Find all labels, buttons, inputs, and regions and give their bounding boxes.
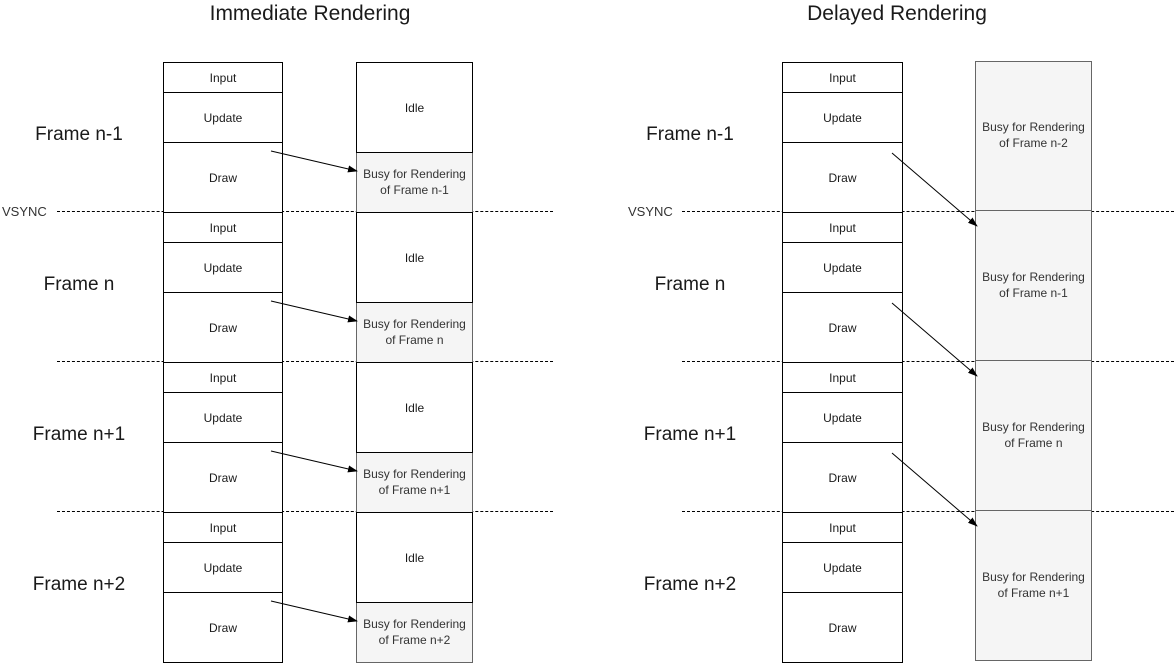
vsync-line-left-3	[57, 511, 553, 512]
box-label: Update	[203, 110, 243, 125]
box-label: Update	[823, 260, 862, 275]
left-cpu-f2-draw-box: Draw	[163, 442, 283, 513]
box-label: Draw	[828, 320, 857, 335]
right-cpu-f2-draw-box: Draw	[782, 442, 903, 513]
box-label: Update	[203, 410, 243, 425]
box-label: Input	[209, 370, 237, 385]
right-cpu-f0-input-box: Input	[782, 62, 903, 93]
left-gpu-f2-idle-box: Idle	[356, 362, 473, 453]
box-label: Draw	[828, 470, 857, 485]
box-label: Input	[209, 70, 237, 85]
box-label: Draw	[828, 620, 857, 635]
right-frame-label-n2: Frame n+2	[643, 574, 737, 595]
right-gpu-busy-n-2: Busy for Rendering of Frame n-2	[976, 62, 1091, 211]
delayed-rendering-title: Delayed Rendering	[807, 2, 987, 25]
left-cpu-f0-input-box: Input	[163, 62, 283, 93]
box-label: Draw	[208, 470, 237, 485]
left-cpu-f3-update-box: Update	[163, 542, 283, 593]
right-cpu-f1-update-box: Update	[782, 242, 903, 293]
right-draw-arrow-f0	[891, 152, 978, 227]
right-draw-arrow-f1	[891, 302, 978, 377]
box-label: Update	[823, 410, 862, 425]
right-cpu-f3-input-box: Input	[782, 512, 903, 543]
left-gpu-f1-idle-box: Idle	[356, 212, 473, 303]
left-frame-label-n2: Frame n+2	[32, 574, 126, 595]
box-label: Update	[203, 260, 243, 275]
left-gpu-f3-busy-box: Busy for Rendering of Frame n+2	[356, 602, 473, 663]
left-frame-label-n1: Frame n+1	[32, 424, 126, 445]
vsync-line-left-1	[57, 211, 553, 212]
vsync-line-left-2	[57, 361, 553, 362]
box-label: Draw	[828, 170, 857, 185]
vsync-line-right-2	[682, 361, 1174, 362]
vsync-label-right: VSYNC	[628, 204, 673, 219]
right-frame-label-n-1: Frame n-1	[646, 124, 734, 145]
box-label: Update	[823, 110, 862, 125]
box-label: Update	[203, 560, 243, 575]
right-gpu-busy-n-1: Busy for Rendering of Frame n-1	[976, 211, 1091, 361]
left-draw-arrow-f2	[270, 450, 358, 473]
left-frame-label-n-1: Frame n-1	[35, 124, 123, 145]
left-cpu-f0-update-box: Update	[163, 92, 283, 143]
left-cpu-f1-input-box: Input	[163, 212, 283, 243]
vsync-line-right-3	[682, 511, 1174, 512]
box-label: Input	[829, 220, 856, 235]
left-cpu-f3-draw-box: Draw	[163, 592, 283, 663]
left-cpu-f2-input-box: Input	[163, 362, 283, 393]
left-cpu-f3-input-box: Input	[163, 512, 283, 543]
right-gpu-busy-n: Busy for Rendering of Frame n	[976, 361, 1091, 511]
right-cpu-f3-update-box: Update	[782, 542, 903, 593]
left-cpu-f1-draw-box: Draw	[163, 292, 283, 363]
left-cpu-f2-update-box: Update	[163, 392, 283, 443]
vsync-line-right-1	[682, 211, 1174, 212]
box-label: Input	[829, 70, 856, 85]
box-label: Input	[209, 520, 237, 535]
left-cpu-f0-draw-box: Draw	[163, 142, 283, 213]
right-cpu-f0-draw-box: Draw	[782, 142, 903, 213]
box-label: Update	[823, 560, 862, 575]
right-cpu-f1-input-box: Input	[782, 212, 903, 243]
right-cpu-f2-update-box: Update	[782, 392, 903, 443]
right-gpu-busy-n1: Busy for Rendering of Frame n+1	[982, 569, 1085, 600]
immediate-rendering-title: Immediate Rendering	[209, 2, 411, 25]
left-gpu-f0-idle-box: Idle	[356, 62, 473, 153]
left-draw-arrow-f1	[270, 300, 358, 323]
left-gpu-f3-idle-box: Idle	[356, 512, 473, 603]
left-frame-label-n: Frame n	[43, 274, 115, 295]
right-frame-label-n: Frame n	[654, 274, 726, 295]
left-gpu-f2-busy-box: Busy for Rendering of Frame n+1	[356, 452, 473, 513]
vsync-label-left: VSYNC	[2, 204, 47, 219]
right-cpu-f0-update-box: Update	[782, 92, 903, 143]
box-label: Input	[829, 520, 856, 535]
left-gpu-f0-busy-box: Busy for Rendering of Frame n-1	[356, 152, 473, 213]
box-label: Input	[829, 370, 856, 385]
right-draw-arrow-f2	[891, 452, 978, 527]
left-cpu-f1-update-box: Update	[163, 242, 283, 293]
right-cpu-f3-draw-box: Draw	[782, 592, 903, 663]
box-label: Draw	[208, 620, 237, 635]
box-label: Draw	[208, 320, 237, 335]
left-draw-arrow-f0	[270, 150, 358, 173]
box-label: Draw	[208, 170, 237, 185]
box-label: Input	[209, 220, 237, 235]
right-cpu-f1-draw-box: Draw	[782, 292, 903, 363]
right-cpu-f2-input-box: Input	[782, 362, 903, 393]
left-draw-arrow-f3	[270, 600, 358, 623]
right-frame-label-n1: Frame n+1	[643, 424, 737, 445]
right-gpu-column: Busy for Rendering of Frame n-2 Busy for…	[975, 61, 1092, 661]
left-gpu-f1-busy-box: Busy for Rendering of Frame n	[356, 302, 473, 363]
